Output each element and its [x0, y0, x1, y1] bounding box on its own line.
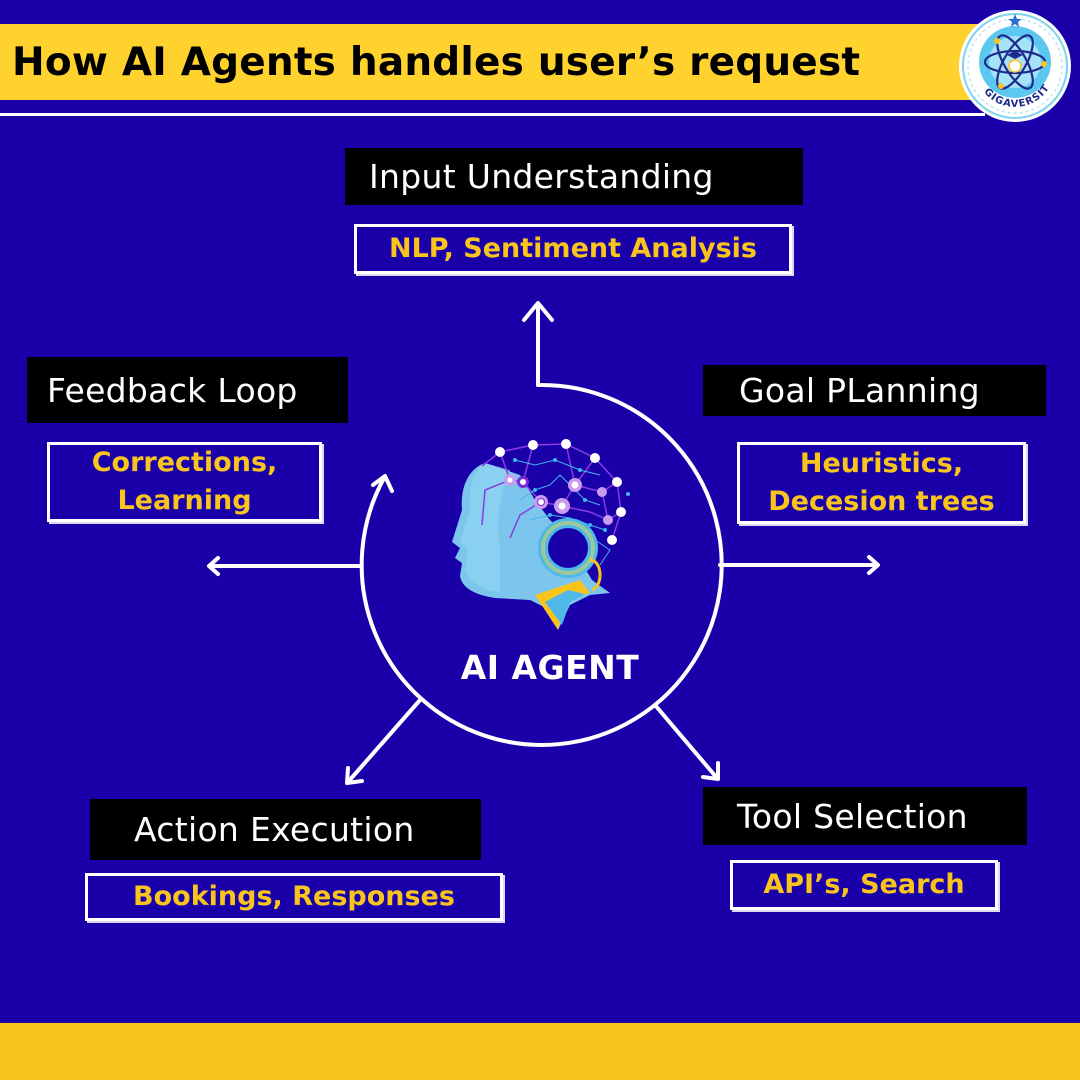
- stage-title-text: Action Execution: [134, 810, 415, 849]
- stage-detail-action-execution: Bookings, Responses: [85, 873, 503, 921]
- arrow-tool-selection: [653, 703, 719, 780]
- stage-title-text: Feedback Loop: [47, 370, 298, 410]
- stage-detail-line: Decesion trees: [768, 486, 995, 517]
- stage-detail-tool-selection: API’s, Search: [730, 860, 998, 910]
- gigaversity-logo-icon: GIGAVERSITY: [957, 8, 1071, 122]
- title-bar: How AI Agents handles user’s request: [0, 24, 985, 100]
- stage-title-feedback-loop: Feedback Loop: [27, 357, 348, 423]
- arrow-right-head-icon: [867, 555, 880, 575]
- ai-agent-label: AI AGENT: [460, 648, 640, 687]
- stage-title-tool-selection: Tool Selection: [703, 787, 1027, 845]
- footer-bar: [0, 1023, 1080, 1080]
- stage-detail-line: Corrections,: [91, 447, 278, 478]
- stage-detail-text: API’s, Search: [763, 869, 965, 900]
- arrow-down-left-head-icon: [345, 766, 364, 785]
- stage-detail-text: Bookings, Responses: [133, 881, 455, 912]
- ai-head-icon: [452, 439, 630, 630]
- page-title: How AI Agents handles user’s request: [12, 39, 861, 85]
- stage-detail-line: Heuristics,: [799, 448, 964, 479]
- stage-detail-text: NLP, Sentiment Analysis: [389, 233, 757, 264]
- arrow-action-execution: [346, 698, 422, 784]
- stage-detail-input-understanding: NLP, Sentiment Analysis: [354, 224, 792, 274]
- stage-title-text: Input Understanding: [369, 157, 714, 196]
- stage-title-input-understanding: Input Understanding: [345, 148, 803, 205]
- arrow-up-head-icon: [522, 301, 554, 322]
- stage-title-action-execution: Action Execution: [90, 799, 481, 860]
- stage-title-text: Goal PLanning: [739, 371, 980, 410]
- stage-title-text: Tool Selection: [737, 796, 968, 836]
- agent-cycle-circle: [359, 382, 724, 747]
- feedback-arrowhead-icon: [371, 474, 394, 493]
- arrow-down-right-head-icon: [701, 761, 720, 781]
- stage-title-goal-planning: Goal PLanning: [703, 365, 1046, 416]
- title-divider: [0, 113, 985, 116]
- stage-detail-goal-planning: Heuristics, Decesion trees: [737, 442, 1026, 524]
- arrow-left-head-icon: [207, 556, 220, 576]
- stage-detail-feedback-loop: Corrections, Learning: [47, 442, 322, 522]
- stage-detail-line: Learning: [117, 485, 252, 516]
